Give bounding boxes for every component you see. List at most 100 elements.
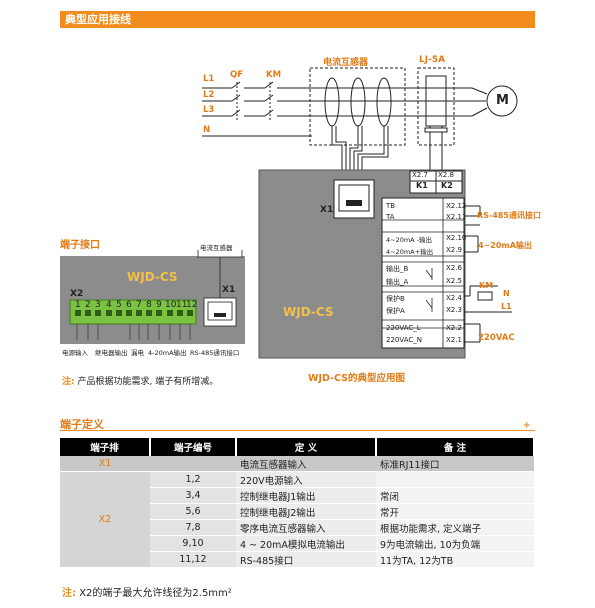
row-x25: X2.5 bbox=[446, 277, 462, 285]
terminal-number: 12 bbox=[186, 300, 198, 310]
note-product: 注: 产品根据功能需求, 端子有所增减。 bbox=[62, 374, 218, 387]
motor-label: M bbox=[496, 93, 509, 108]
terminal-device-name: WJD-CS bbox=[127, 270, 178, 284]
terminal-definition-table: 端子排 端子编号 定 义 备 注 X1 电流互感器输入 标准RJ11接口 X2 … bbox=[60, 438, 535, 568]
definition-section-header: 端子定义 + bbox=[60, 416, 535, 431]
row-x29: X2.9 bbox=[446, 246, 462, 254]
out420-label: 4~20mA输出 bbox=[478, 241, 532, 250]
line-label-l1: L1 bbox=[203, 74, 215, 84]
cell-remark: 根据功能需求, 定义端子 bbox=[376, 519, 534, 536]
note-wire-gauge: 注: X2的端子最大允许线径为2.5mm² bbox=[62, 584, 232, 599]
lj-title: LJ-5A bbox=[419, 55, 446, 65]
row-prot-b: 保护B bbox=[386, 295, 405, 303]
cell-number: 7,8 bbox=[150, 519, 236, 536]
note2-text: X2的端子最大允许线径为2.5mm² bbox=[79, 588, 232, 599]
col-header-number: 端子编号 bbox=[150, 438, 237, 456]
km-label: KM bbox=[266, 70, 282, 80]
row-prot-a: 保护A bbox=[386, 307, 405, 315]
terminal-number: 2 bbox=[85, 300, 91, 310]
row-220-n: 220VAC_N bbox=[386, 336, 422, 344]
note-text: 产品根据功能需求, 端子有所增减。 bbox=[77, 377, 219, 387]
terminal-number: 8 bbox=[146, 300, 152, 310]
header-bar: 典型应用接线 + bbox=[60, 11, 535, 28]
cell-number: 11,12 bbox=[150, 551, 236, 568]
ct-title: 电流互感器 bbox=[323, 58, 369, 68]
col-header-definition: 定 义 bbox=[236, 438, 377, 456]
cell-definition: RS-485接口 bbox=[236, 551, 376, 568]
table-row: 5,6 控制继电器J2输出 常开 bbox=[60, 503, 534, 520]
n2-label: N bbox=[503, 289, 510, 298]
cell-remark bbox=[376, 471, 534, 488]
cell-remark: 9为电流输出, 10为负端 bbox=[376, 535, 534, 552]
col-header-strip: 端子排 bbox=[60, 438, 151, 456]
terminal-x2: X2 bbox=[70, 289, 84, 299]
note-prefix: 注: bbox=[62, 377, 75, 387]
line-label-l3: L3 bbox=[203, 105, 215, 115]
km2-label: KM bbox=[479, 281, 494, 290]
row-x212: X2.12 bbox=[446, 202, 467, 210]
group-rs485: RS-485通讯接口 bbox=[190, 349, 240, 357]
cell-definition: 控制继电器J2输出 bbox=[236, 503, 376, 520]
header-title: 典型应用接线 bbox=[65, 13, 131, 26]
k1-label: K1 bbox=[416, 181, 428, 190]
device-name: WJD-CS bbox=[283, 305, 334, 319]
row-420-plus: 4~20mA+输出 bbox=[386, 248, 434, 256]
table-row: X1 电流互感器输入 标准RJ11接口 bbox=[60, 456, 534, 472]
cell-strip-x2: X2 bbox=[60, 471, 150, 568]
terminal-number: 10 bbox=[165, 300, 177, 310]
group-relay-output: 继电器输出 bbox=[95, 349, 128, 357]
terminal-number: 1 bbox=[75, 300, 81, 310]
x1-label: X1 bbox=[320, 205, 334, 215]
row-x23: X2.3 bbox=[446, 306, 462, 314]
cell-definition: 控制继电器J1输出 bbox=[236, 487, 376, 504]
table-row: 3,4 控制继电器J1输出 常闭 bbox=[60, 487, 534, 504]
table-row: 11,12 RS-485接口 11为TA, 12为TB bbox=[60, 551, 534, 568]
cell-remark: 常闭 bbox=[376, 487, 534, 504]
cell-number: 5,6 bbox=[150, 503, 236, 520]
terminal-number: 11 bbox=[176, 300, 188, 310]
cell-definition: 4 ~ 20mA模拟电流输出 bbox=[236, 535, 376, 552]
row-x24: X2.4 bbox=[446, 294, 462, 302]
qf-label: QF bbox=[230, 70, 244, 80]
cell-number: 3,4 bbox=[150, 487, 236, 504]
cell-definition: 零序电流互感器输入 bbox=[236, 519, 376, 536]
group-leakage: 漏电 bbox=[131, 349, 144, 357]
cell-number: 1,2 bbox=[150, 471, 236, 488]
col-header-remark: 备 注 bbox=[376, 438, 535, 456]
vac-label: 220VAC bbox=[478, 333, 515, 343]
terminal-x1: X1 bbox=[222, 285, 236, 295]
line-label-n: N bbox=[203, 125, 211, 135]
table-row: 9,10 4 ~ 20mA模拟电流输出 9为电流输出, 10为负端 bbox=[60, 535, 534, 552]
row-x210: X2.10 bbox=[446, 234, 467, 242]
row-x21: X2.1 bbox=[446, 336, 462, 344]
terminal-number: 6 bbox=[126, 300, 132, 310]
l1b-label: L1 bbox=[501, 302, 512, 311]
cell-number: 9,10 bbox=[150, 535, 236, 552]
diagram-caption: WJD-CS的典型应用图 bbox=[308, 373, 406, 384]
row-out-a: 输出_A bbox=[386, 278, 409, 286]
terminal-diagram bbox=[60, 250, 245, 344]
cell-remark: 标准RJ11接口 bbox=[376, 456, 534, 472]
expand-icon[interactable]: + bbox=[65, 13, 75, 26]
terminal-number: 3 bbox=[95, 300, 101, 310]
definition-title: 端子定义 bbox=[60, 418, 104, 431]
k-term-1: X2.7 bbox=[412, 171, 428, 179]
wiring-diagram bbox=[202, 67, 518, 359]
note2-prefix: 注: bbox=[62, 588, 76, 599]
cell-definition: 220V电源输入 bbox=[236, 471, 376, 488]
row-x26: X2.6 bbox=[446, 264, 462, 272]
table-row: X2 1,2 220V电源输入 bbox=[60, 471, 534, 568]
cell-remark: 常开 bbox=[376, 503, 534, 520]
row-220-l: 220VAC_L bbox=[386, 324, 421, 332]
group-power-input: 电源输入 bbox=[62, 349, 88, 357]
rs485-label: RS-485通讯接口 bbox=[477, 211, 541, 220]
cell-definition: 电流互感器输入 bbox=[236, 456, 376, 472]
line-label-l2: L2 bbox=[203, 90, 215, 100]
row-420-minus: 4~20mA -输出 bbox=[386, 236, 433, 244]
expand-icon[interactable]: + bbox=[522, 420, 531, 431]
group-420-output: 4-20mA输出 bbox=[148, 349, 187, 357]
terminal-numbers: 1 2 3 4 5 6 7 8 9 10 11 12 bbox=[72, 300, 200, 310]
row-x211: X2.11 bbox=[446, 213, 467, 221]
terminal-title: 端子接口 bbox=[60, 240, 100, 251]
row-ta: TA bbox=[386, 213, 395, 221]
